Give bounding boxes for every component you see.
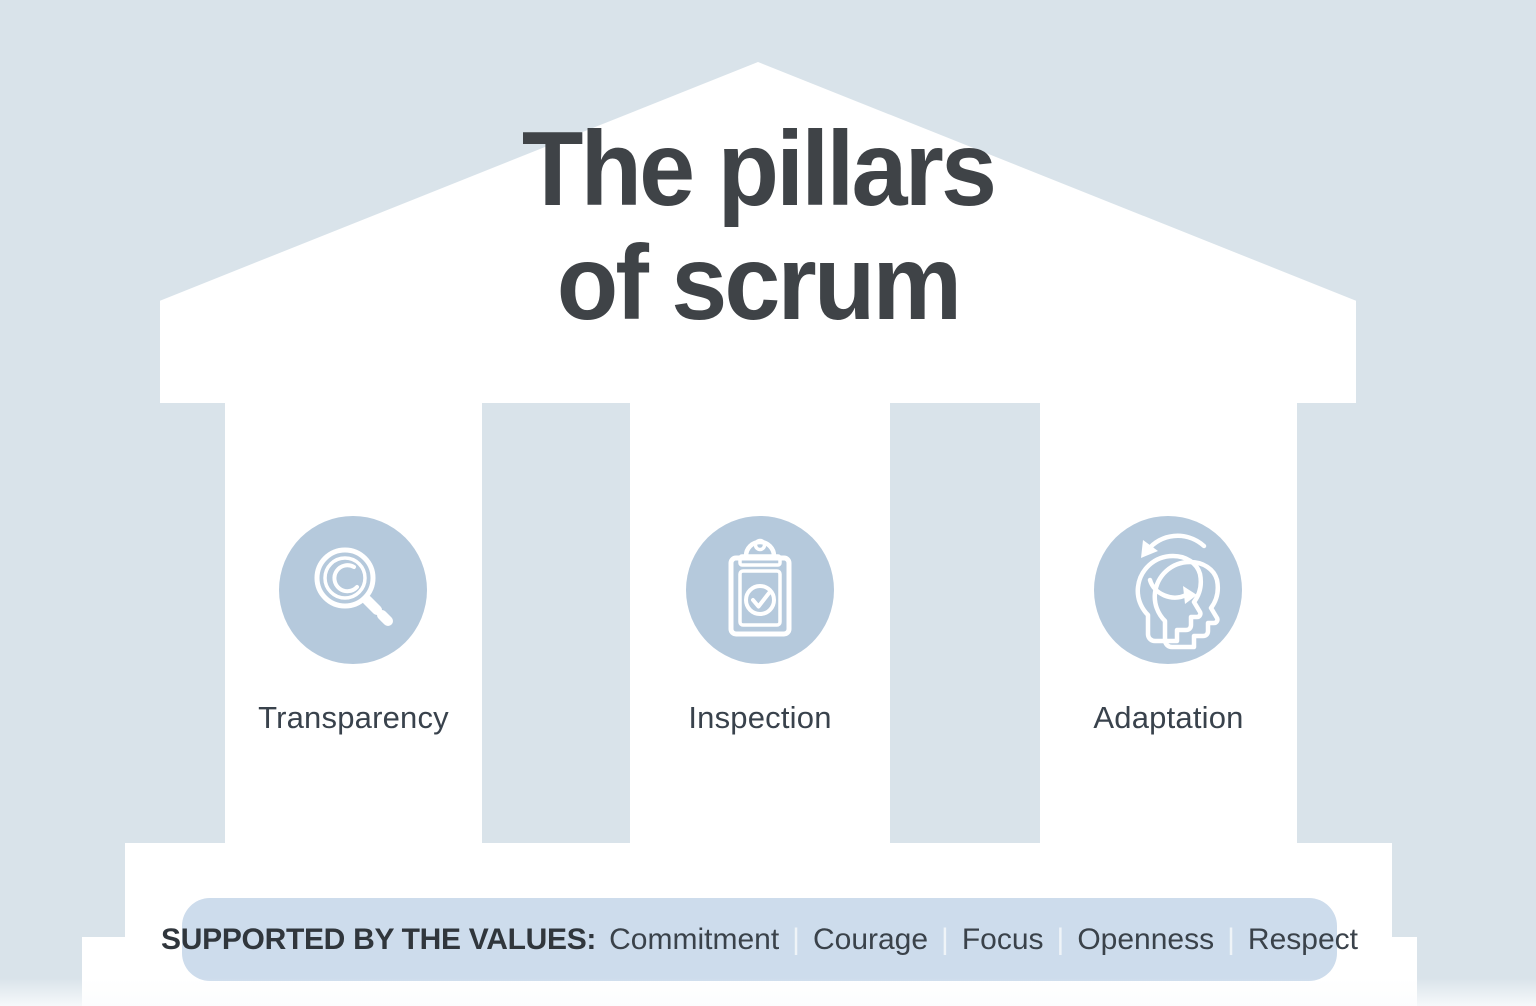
clipboard-check-icon	[728, 538, 792, 637]
page-title: The pillars of scrum	[38, 112, 1478, 340]
inspection-icon-circle	[686, 516, 834, 664]
label-adaptation: Adaptation	[1093, 700, 1244, 735]
value-openness: Openness	[1077, 922, 1215, 956]
adaptation-icon-circle	[1094, 516, 1242, 664]
title-line-1: The pillars	[521, 110, 997, 228]
transparency-icon-circle	[279, 516, 427, 664]
value-separator: |	[941, 922, 949, 956]
magnifier-icon	[314, 547, 393, 626]
value-separator: |	[792, 922, 800, 956]
values-bar-heading: SUPPORTED BY THE VALUES:	[161, 922, 597, 956]
value-separator: |	[1056, 922, 1065, 956]
label-transparency: Transparency	[258, 700, 449, 735]
adaptation-heads-icon	[1135, 533, 1220, 650]
values-bar: SUPPORTED BY THE VALUES: Commitment | Co…	[161, 898, 1358, 981]
value-separator: |	[1227, 922, 1235, 956]
value-courage: Courage	[812, 922, 929, 956]
value-commitment: Commitment	[609, 922, 780, 956]
value-focus: Focus	[961, 922, 1044, 956]
bottom-fade-gradient	[0, 978, 1536, 1006]
title-line-2: of scrum	[556, 224, 962, 342]
value-respect: Respect	[1247, 922, 1358, 956]
label-inspection: Inspection	[688, 700, 832, 735]
